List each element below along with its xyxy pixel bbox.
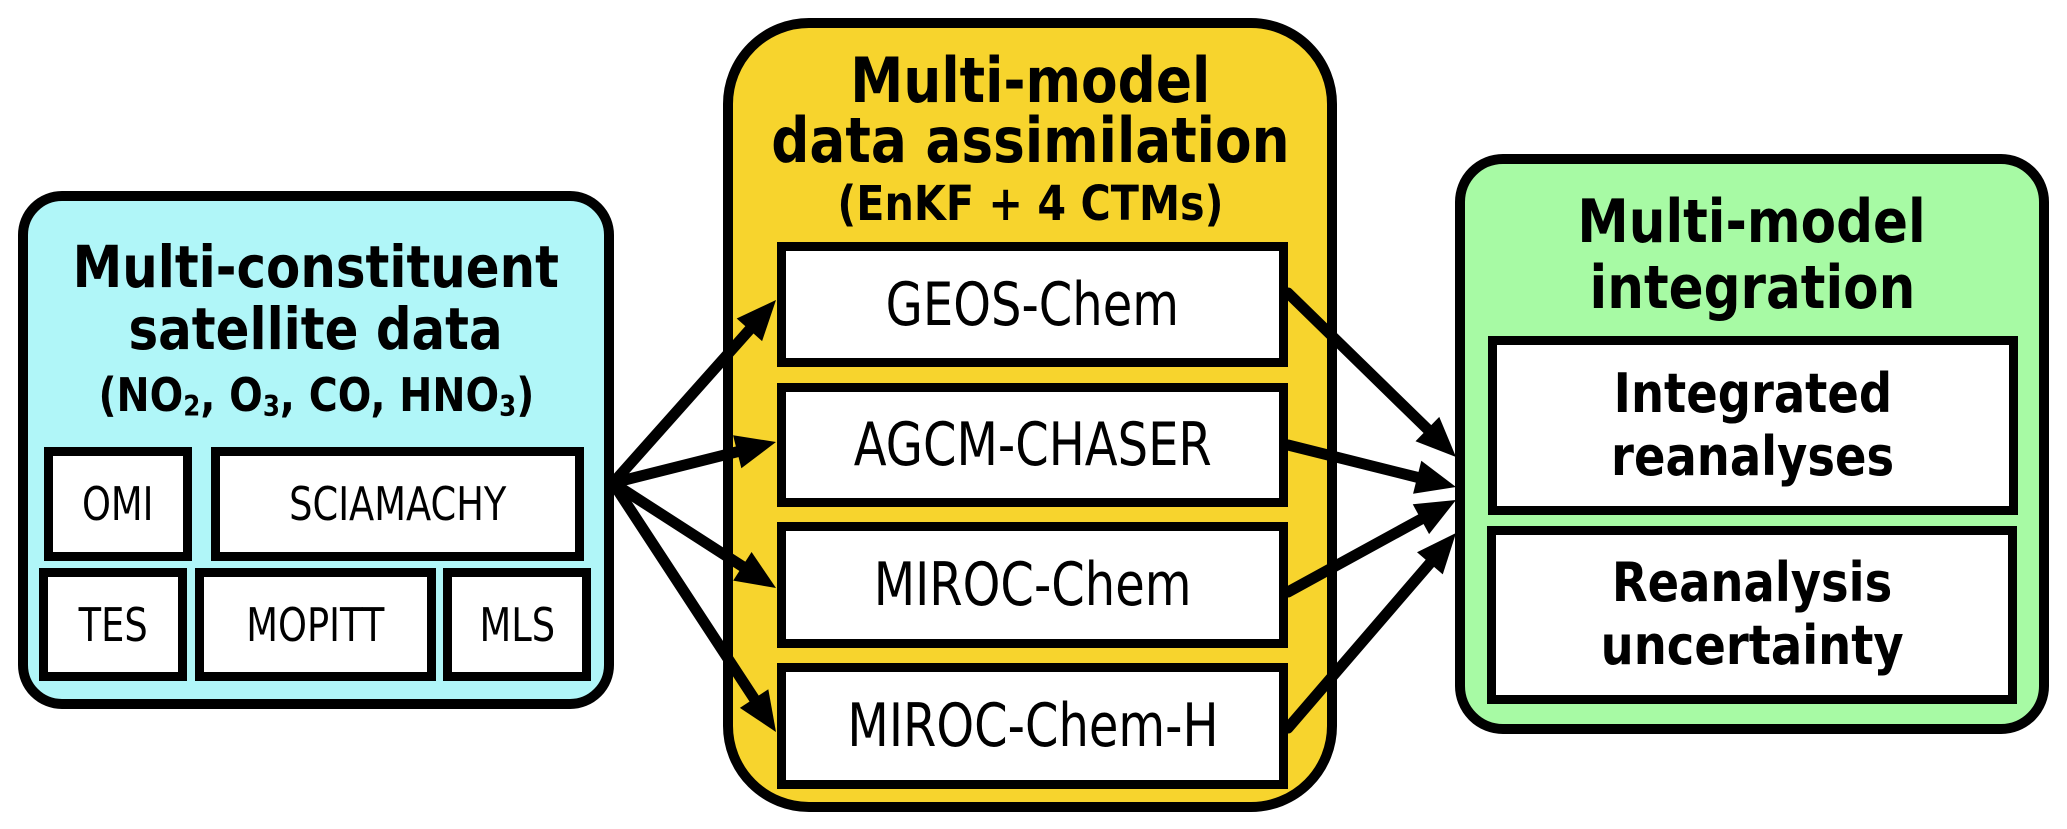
model-agcm-chaser: AGCM-CHASER [777, 383, 1288, 507]
output-integrated-reanalyses: Integrated reanalyses [1488, 336, 2018, 515]
satellite-panel-title: Multi-constituent [18, 238, 614, 296]
instrument-omi: OMI [44, 447, 192, 561]
integration-title-line1-wrap: Multi-model [1455, 192, 2049, 252]
species-o3: O3 [228, 368, 280, 424]
output-line2: reanalyses [1611, 424, 1895, 488]
model-label: MIROC-Chem [873, 550, 1192, 620]
assimilation-title-line1-wrap: Multi-model [723, 50, 1337, 112]
arrow-shaft [607, 445, 747, 489]
instrument-label: TES [78, 597, 148, 652]
species-text: (NO2, O3, CO, HNO3) [98, 368, 534, 424]
model-geos-chem: GEOS-Chem [777, 242, 1288, 367]
satellite-title-line2: satellite data [128, 295, 504, 363]
model-label: GEOS-Chem [885, 269, 1180, 340]
paren-close: ) [515, 368, 534, 422]
satellite-title-line1: Multi-constituent [72, 233, 560, 301]
instrument-mopitt: MOPITT [195, 568, 436, 681]
arrow-head-icon [1412, 500, 1456, 535]
model-miroc-chem: MIROC-Chem [777, 522, 1288, 648]
integration-title-line1: Multi-model [1577, 187, 1927, 257]
species-list: (NO2, O3, CO, HNO3) [18, 368, 614, 424]
arrow-head-icon [1413, 460, 1456, 494]
species-hno3: HNO3 [398, 368, 516, 424]
assimilation-subtitle-wrap: (EnKF + 4 CTMs) [723, 180, 1337, 228]
satellite-title-line2-wrap: satellite data [18, 300, 614, 358]
instrument-mls: MLS [443, 568, 591, 681]
model-miroc-chem-h: MIROC-Chem-H [777, 663, 1288, 789]
model-label: AGCM-CHASER [853, 410, 1212, 480]
assimilation-title-line2: data assimilation [770, 104, 1290, 177]
instrument-sciamachy: SCIAMACHY [211, 447, 584, 561]
species-no2: NO2 [116, 368, 200, 424]
output-line1: Reanalysis [1611, 551, 1893, 615]
model-label: MIROC-Chem-H [846, 691, 1219, 761]
instrument-label: SCIAMACHY [288, 477, 507, 531]
arrow-head-icon [1417, 533, 1456, 575]
integration-title-line2-wrap: integration [1455, 258, 2049, 318]
assimilation-title-line1: Multi-model [850, 44, 1210, 117]
species-co: CO [308, 368, 371, 422]
output-line2: uncertainty [1600, 614, 1904, 677]
output-line1: Integrated [1613, 361, 1893, 425]
assimilation-title-line2-wrap: data assimilation [723, 110, 1337, 172]
instrument-label: MOPITT [246, 597, 385, 652]
arrow-head-icon [1415, 416, 1456, 457]
assimilation-subtitle: (EnKF + 4 CTMs) [836, 176, 1224, 232]
instrument-tes: TES [39, 568, 187, 681]
integration-title-line2: integration [1589, 253, 1915, 323]
paren-open: ( [98, 368, 117, 422]
instrument-label: OMI [82, 477, 154, 531]
output-reanalysis-uncertainty: Reanalysis uncertainty [1487, 526, 2017, 704]
instrument-label: MLS [479, 597, 555, 652]
